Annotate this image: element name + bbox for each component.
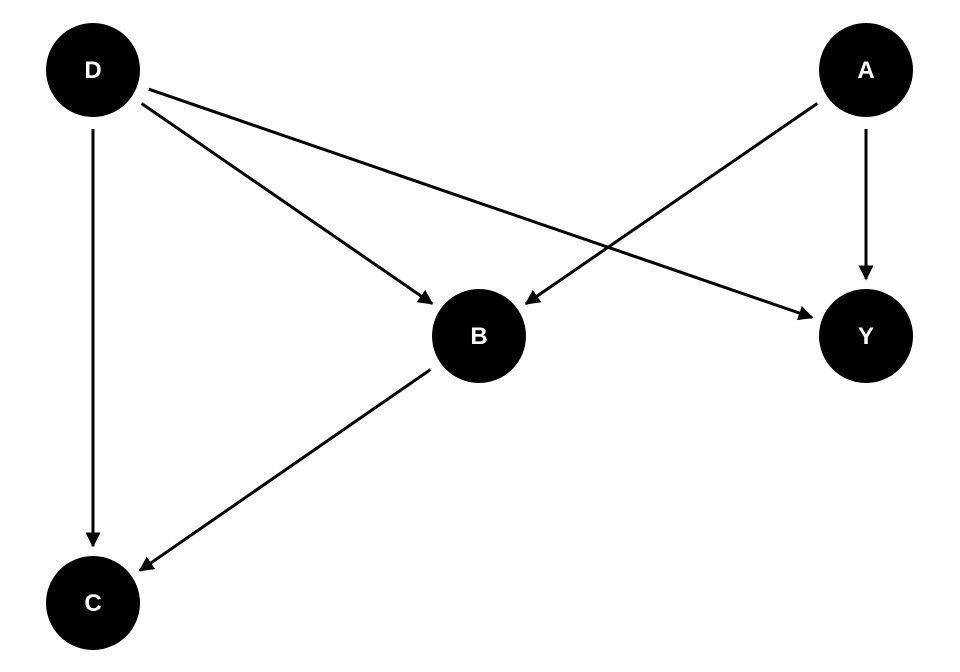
node-label: D [84,57,101,84]
edge-d-to-b [140,102,434,305]
edge-b-to-c [138,368,432,572]
node-circle [46,556,140,650]
node-circle [432,289,526,383]
node-circle [819,289,913,383]
node-circle [819,23,913,117]
edge-a-to-b [524,102,819,305]
node-label: A [857,57,874,84]
node-circle [46,23,140,117]
node-label: Y [858,323,874,350]
node-b: B [432,289,526,383]
node-label: C [84,590,101,617]
node-c: C [46,556,140,650]
node-label: B [470,323,487,350]
node-a: A [819,23,913,117]
node-y: Y [819,289,913,383]
edge-d-to-y [148,87,814,321]
node-d: D [46,23,140,117]
